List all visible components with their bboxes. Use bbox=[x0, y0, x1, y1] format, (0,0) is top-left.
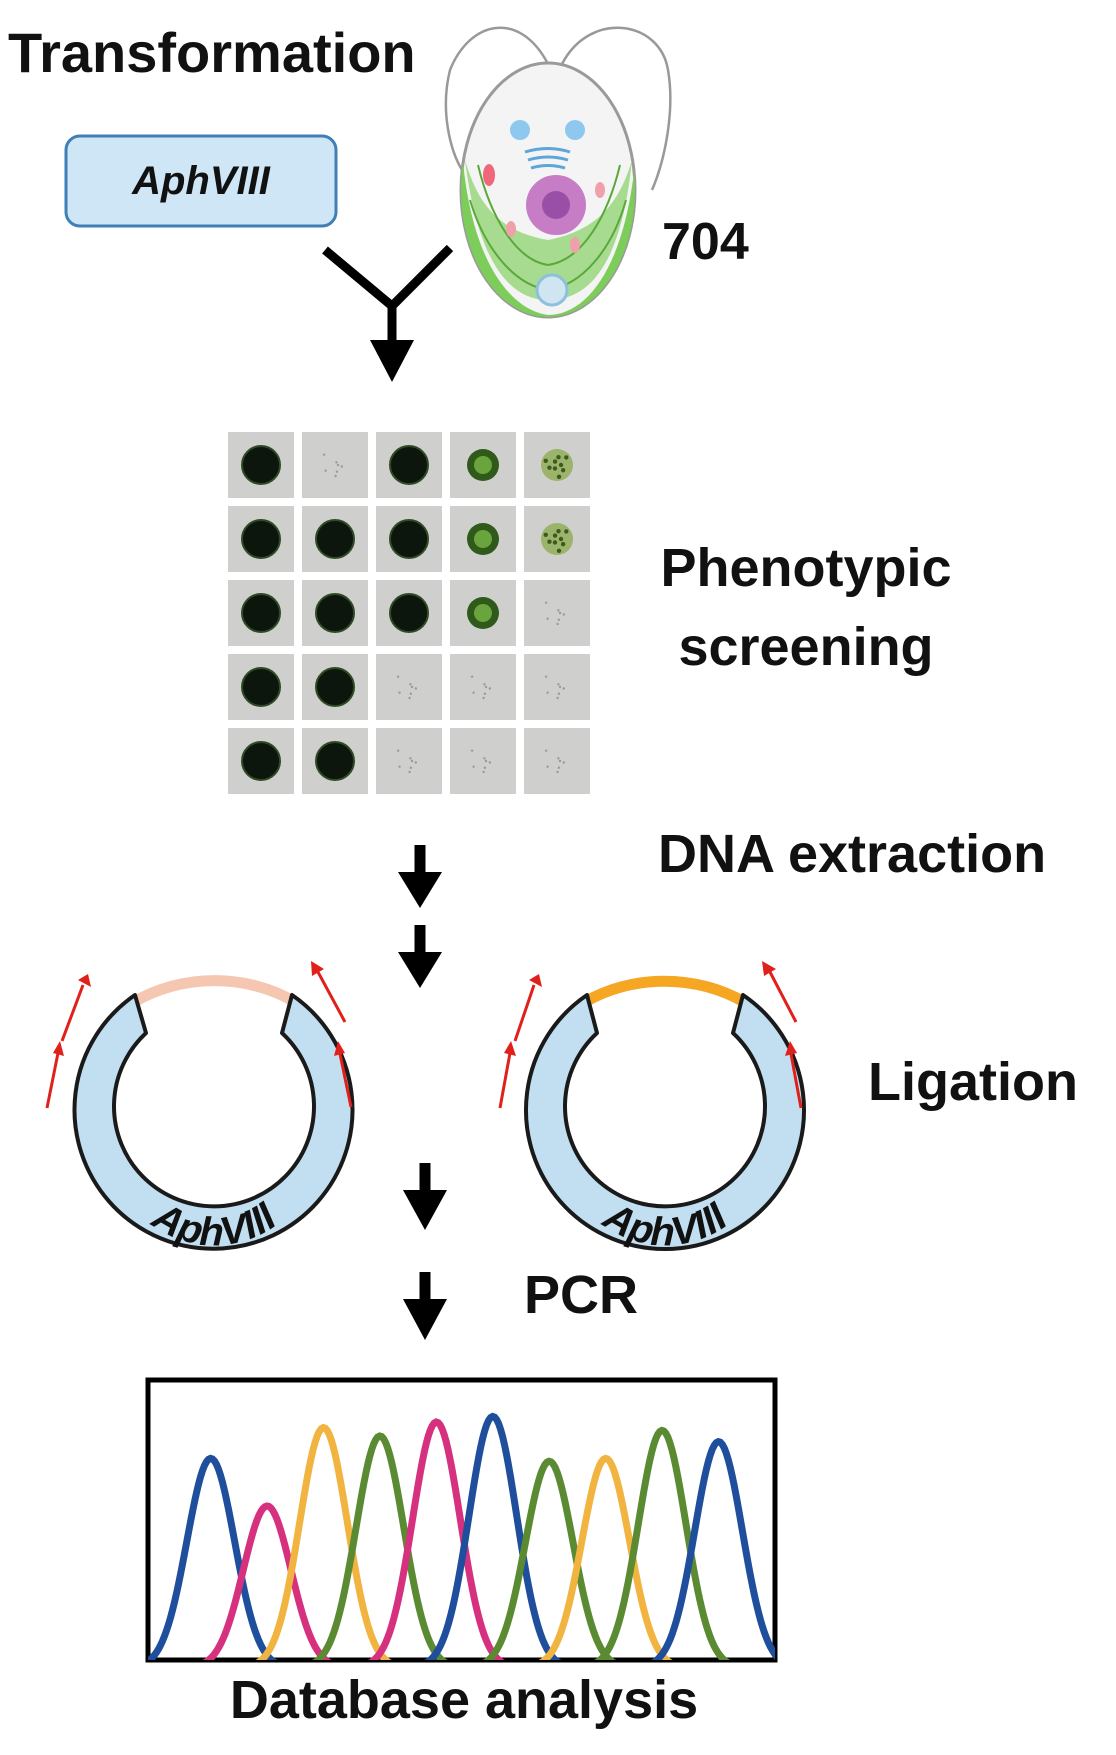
screening-spot-empty bbox=[376, 728, 442, 794]
phenotypic-label-line1: Phenotypic bbox=[660, 538, 951, 598]
screening-spot-big bbox=[376, 506, 442, 572]
screening-spot-speckled bbox=[524, 432, 590, 498]
database-analysis-label: Database analysis bbox=[230, 1670, 698, 1730]
screening-spot-green bbox=[450, 432, 516, 498]
screening-spot-big bbox=[228, 580, 294, 646]
chromatogram-peak-green bbox=[482, 1457, 617, 1660]
phenotypic-label-line2: screening bbox=[678, 617, 933, 677]
aphviii-cassette-box: AphVIII bbox=[64, 134, 338, 228]
chromatogram-peak-yellow bbox=[255, 1423, 392, 1660]
screening-spot-green bbox=[450, 580, 516, 646]
chlamydomonas-cell-illustration bbox=[444, 26, 672, 319]
screening-spot-empty bbox=[524, 580, 590, 646]
strain-704-label: 704 bbox=[662, 213, 749, 271]
merge-arrow bbox=[322, 244, 454, 382]
arrow-down-icon bbox=[398, 845, 442, 908]
ligation-label: Ligation bbox=[868, 1052, 1078, 1112]
screening-spot-big bbox=[228, 728, 294, 794]
screening-spot-green bbox=[450, 506, 516, 572]
screening-spot-empty bbox=[450, 654, 516, 720]
screening-spot-big bbox=[302, 580, 368, 646]
screening-spot-big bbox=[228, 654, 294, 720]
screening-spot-empty bbox=[450, 728, 516, 794]
plasmid-left: AphVIII bbox=[45, 961, 355, 1255]
chromatogram-peak-blue bbox=[650, 1437, 775, 1660]
pcr-label: PCR bbox=[524, 1265, 638, 1325]
chromatogram-peak-green bbox=[594, 1426, 731, 1660]
screening-spot-big bbox=[302, 728, 368, 794]
arrow-down-icon bbox=[403, 1163, 447, 1230]
screening-spot-big bbox=[228, 432, 294, 498]
chromatogram-peak-green bbox=[312, 1432, 448, 1660]
aphviii-cassette-label: AphVIII bbox=[131, 159, 271, 203]
arrow-down-icon bbox=[398, 925, 442, 988]
screening-spot-empty bbox=[302, 432, 368, 498]
screening-spot-big bbox=[376, 580, 442, 646]
screening-spot-big bbox=[302, 654, 368, 720]
chromatogram-peak-blue bbox=[424, 1412, 562, 1660]
chromatogram-peak-yellow bbox=[538, 1454, 673, 1660]
screening-spot-empty bbox=[524, 728, 590, 794]
plasmid-right-gene-label: AphVIII bbox=[596, 1193, 736, 1254]
screening-spot-empty bbox=[376, 654, 442, 720]
plasmid-right: AphVIII bbox=[498, 961, 806, 1255]
transformation-title: Transformation bbox=[8, 21, 416, 84]
arrow-down-icon bbox=[403, 1272, 447, 1340]
screening-spot-big bbox=[302, 506, 368, 572]
dna-extraction-label: DNA extraction bbox=[658, 824, 1046, 884]
sequencing-chromatogram bbox=[148, 1412, 775, 1660]
screening-spot-empty bbox=[524, 654, 590, 720]
chromatogram-peak-blue bbox=[148, 1454, 278, 1660]
phenotypic-screening-grid bbox=[228, 432, 590, 794]
screening-spot-big bbox=[228, 506, 294, 572]
screening-spot-big bbox=[376, 432, 442, 498]
chromatogram-peak-pink bbox=[202, 1502, 332, 1660]
chromatogram-peak-pink bbox=[368, 1418, 505, 1660]
screening-spot-speckled bbox=[524, 506, 590, 572]
plasmid-left-gene-label: AphVIII bbox=[145, 1193, 285, 1254]
